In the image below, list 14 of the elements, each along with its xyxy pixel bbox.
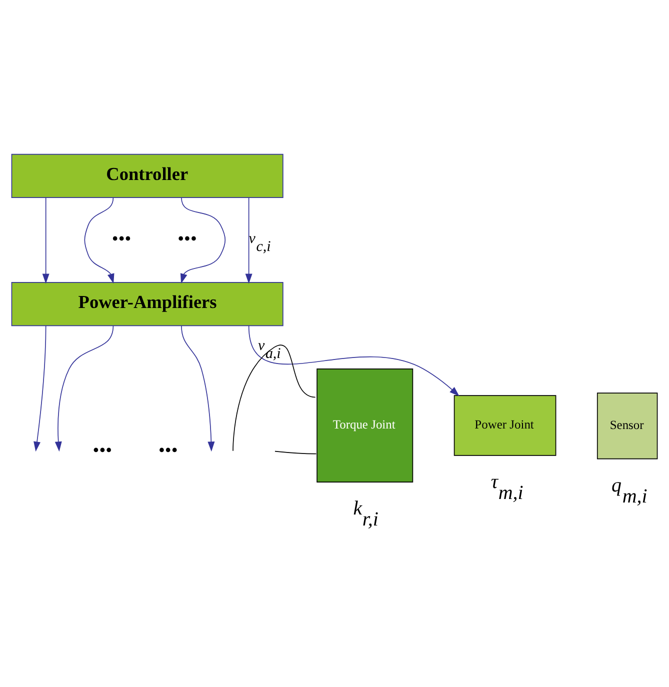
label: ••• xyxy=(178,228,197,248)
label: ••• xyxy=(112,228,132,248)
arrow xyxy=(181,324,215,452)
arrow xyxy=(42,196,50,284)
arrow xyxy=(248,324,460,396)
arrow xyxy=(180,196,226,284)
arrow xyxy=(54,324,114,452)
arrow xyxy=(84,196,114,284)
label: ••• xyxy=(158,439,178,460)
arrow xyxy=(245,196,252,284)
label: ••• xyxy=(92,439,112,460)
arrow xyxy=(34,324,46,452)
connector xyxy=(274,450,317,454)
connector xyxy=(232,344,316,451)
